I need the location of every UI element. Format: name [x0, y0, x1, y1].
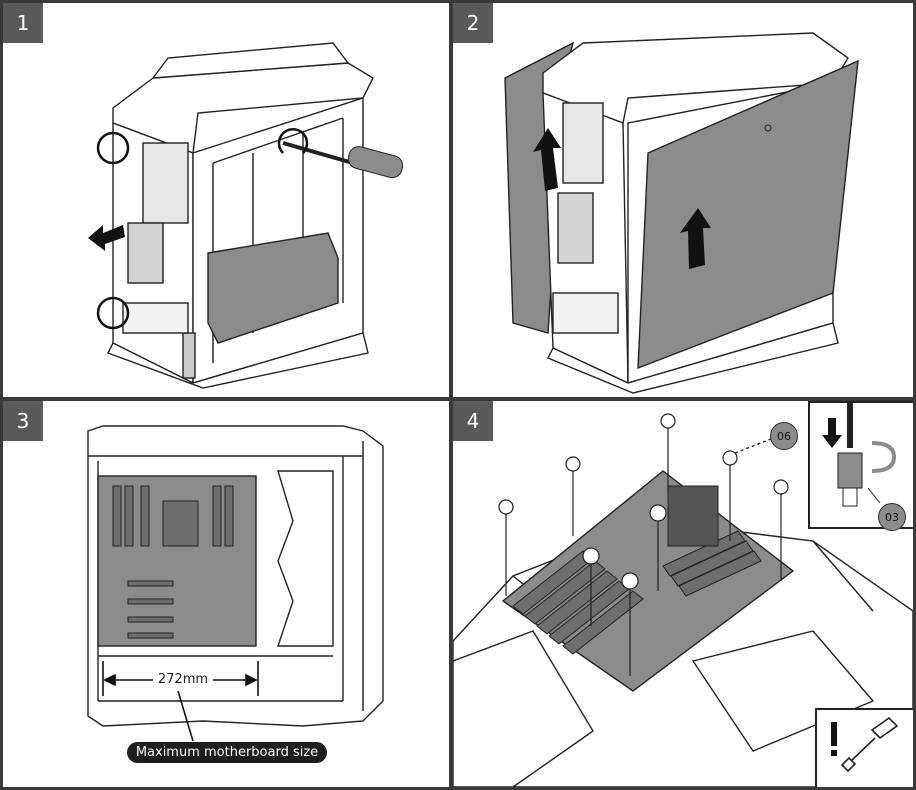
step-1-panel: 1	[3, 3, 449, 397]
warning-exclamation-icon	[831, 722, 837, 756]
step-3-illustration	[3, 401, 449, 787]
rotate-arrow-icon	[872, 443, 894, 471]
part-tag-06: 06	[770, 422, 798, 450]
step-2-number: 2	[453, 3, 493, 43]
warning-inset	[815, 708, 913, 787]
step-1-illustration	[3, 3, 449, 397]
step-2-illustration	[453, 3, 913, 397]
arrow-down-icon	[822, 418, 842, 448]
screwdriver-icon	[842, 718, 897, 771]
step-3-panel: 3	[3, 401, 449, 787]
screw-detail-inset: 03	[808, 401, 913, 529]
step-4-panel: 4	[453, 401, 913, 787]
max-motherboard-callout: Maximum motherboard size	[127, 742, 327, 763]
step-2-panel: 2	[453, 3, 913, 397]
step-1-number: 1	[3, 3, 43, 43]
step-3-number: 3	[3, 401, 43, 441]
dimension-label: 272mm	[153, 672, 213, 687]
part-tag-03: 03	[878, 503, 906, 531]
warning-illustration	[817, 710, 913, 787]
step-4-number: 4	[453, 401, 493, 441]
